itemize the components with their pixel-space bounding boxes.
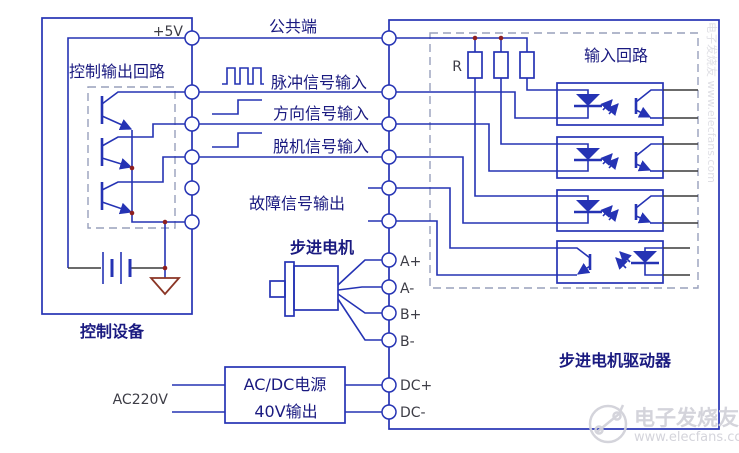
optocoupler-4-fault — [556, 240, 690, 284]
terminal-offline-right — [381, 149, 397, 165]
control-output-loop-label: 控制输出回路 — [69, 62, 165, 81]
pulse-waveform-icon — [222, 67, 264, 85]
led-icon — [576, 148, 600, 160]
resistor-1 — [467, 51, 483, 79]
psu-line2-label: 40V输出 — [254, 402, 317, 421]
terminal-b-minus — [381, 332, 397, 348]
terminal-b-plus — [381, 305, 397, 321]
ac220v-label: AC220V — [113, 392, 169, 408]
control-terminals — [184, 30, 200, 230]
resistor-3 — [519, 51, 535, 79]
dc-plus-label: DC+ — [400, 378, 432, 394]
optocoupler-1 — [556, 82, 698, 126]
terminal-fault-a-right — [381, 180, 397, 196]
a-minus-label: A- — [400, 281, 414, 297]
terminal-a-minus — [381, 279, 397, 295]
psu-box — [172, 366, 383, 424]
terminal-dc-plus — [381, 377, 397, 393]
transistor-1 — [100, 91, 389, 131]
b-minus-label: B- — [400, 334, 415, 350]
watermark-url: www.elecfans.com — [634, 430, 739, 445]
terminal-common-right — [381, 30, 397, 46]
terminal-pulse-right — [381, 84, 397, 100]
resistor-label: R — [452, 59, 462, 75]
transistor-2 — [100, 123, 389, 170]
optocoupler-3 — [556, 189, 698, 232]
driver-wiring — [368, 37, 557, 276]
terminal-fault-b-right — [381, 213, 397, 229]
direction-signal-label: 方向信号输入 — [273, 104, 369, 123]
watermark: 电子发烧友 www.elecfans.com — [588, 404, 739, 445]
led-icon — [633, 251, 657, 263]
led-icon — [576, 94, 600, 106]
terminal-a-plus — [381, 252, 397, 268]
transistor-3 — [100, 156, 389, 215]
plus5v-label: +5V — [153, 24, 184, 40]
terminal-fault-b-left — [184, 214, 200, 230]
input-loop-label: 输入回路 — [584, 46, 648, 65]
offline-signal-label: 脱机信号输入 — [273, 137, 369, 156]
terminal-common-left — [184, 30, 200, 46]
a-plus-label: A+ — [400, 254, 421, 270]
terminal-fault-a-left — [184, 180, 200, 196]
fault-signal-label: 故障信号输出 — [249, 194, 345, 213]
stepper-motor-label: 步进电机 — [290, 238, 354, 257]
terminal-offline-left — [184, 149, 200, 165]
psu-line1-label: AC/DC电源 — [244, 375, 327, 394]
terminal-direction-left — [184, 116, 200, 132]
driver-label: 步进电机驱动器 — [559, 351, 672, 370]
battery-symbol — [102, 252, 132, 284]
led-icon — [576, 200, 600, 212]
terminal-direction-right — [381, 116, 397, 132]
junction-dots — [129, 35, 504, 271]
ground-symbol-icon — [149, 277, 181, 296]
control-device-label: 控制设备 — [80, 322, 145, 341]
elecfans-logo-icon — [588, 404, 628, 444]
dc-minus-label: DC- — [400, 405, 426, 421]
input-loop-dashed-box — [429, 32, 699, 289]
resistor-2 — [493, 51, 509, 79]
optocoupler-2 — [556, 136, 698, 179]
terminal-dc-minus — [381, 404, 397, 420]
terminal-pulse-left — [184, 84, 200, 100]
watermark-brand: 电子发烧友 — [634, 406, 739, 430]
common-label: 公共端 — [269, 17, 317, 36]
watermark-side-vertical: 电子发烧友 www.elecfans.com — [705, 22, 719, 183]
pulse-signal-label: 脉冲信号输入 — [271, 73, 367, 92]
stepper-motor-symbol — [269, 259, 383, 341]
driver-terminals — [381, 30, 397, 420]
b-plus-label: B+ — [400, 307, 421, 323]
direction-step-waveform-icon — [212, 99, 262, 115]
offline-step-waveform-icon — [212, 132, 262, 148]
